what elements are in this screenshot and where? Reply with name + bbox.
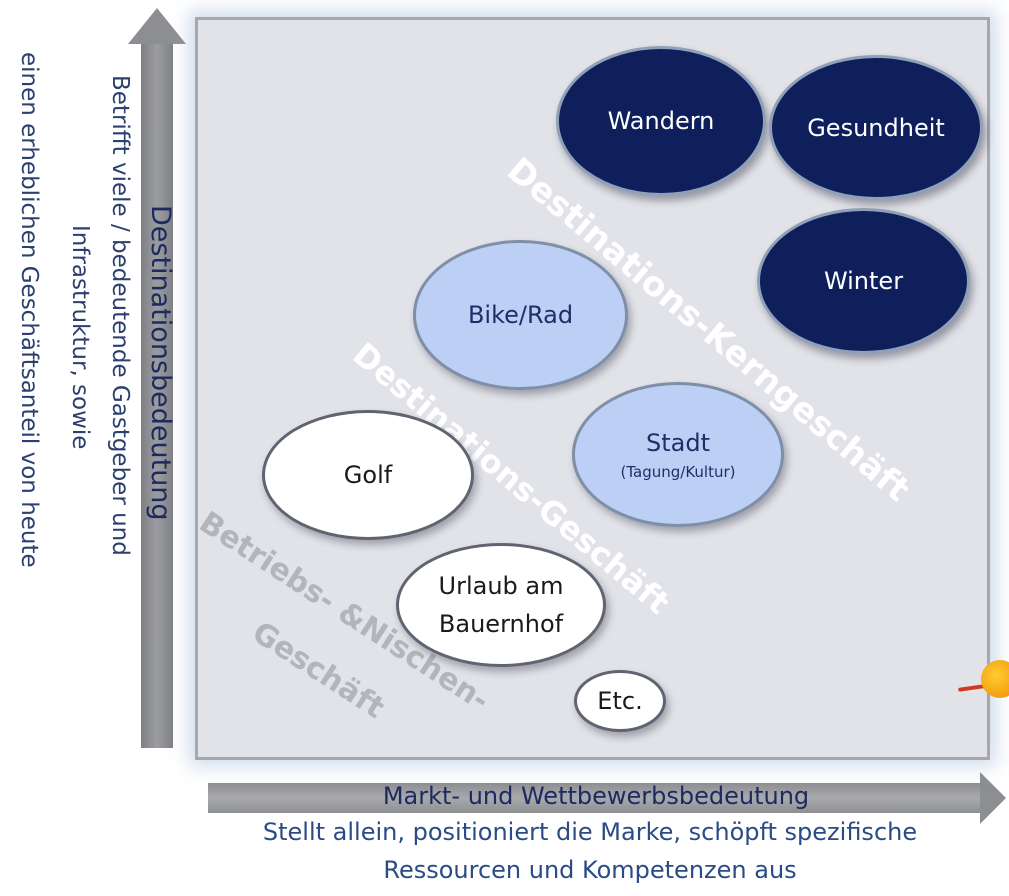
x-axis-description-line-1: Stellt allein, positioniert die Marke, s… — [262, 818, 918, 846]
x-axis-arrow — [208, 783, 984, 813]
y-axis-description-line-2: Infrastruktur, sowie — [67, 225, 93, 450]
bubble-bike-rad: Bike/Rad — [413, 240, 628, 390]
sun-logo-icon — [981, 660, 1009, 698]
bubble-golf: Golf — [262, 410, 474, 540]
x-axis-description-line-2: Ressourcen und Kompetenzen aus — [383, 856, 797, 884]
y-axis-arrowhead — [128, 8, 186, 44]
bubble-label: Bike/Rad — [467, 301, 574, 329]
bubble-winter: Winter — [757, 208, 970, 354]
bubble-wandern: Wandern — [556, 46, 766, 196]
bubble-urlaub-am-bauernhof: Urlaub am Bauernhof — [396, 543, 606, 667]
bubble-etc: Etc. — [574, 670, 666, 732]
bubble-label: Winter — [823, 267, 904, 295]
bubble-label: Urlaub am — [438, 572, 564, 600]
x-axis-title: Markt- und Wettbewerbsbedeutung — [382, 782, 810, 810]
bubble-label-line-2: Bauernhof — [438, 610, 564, 638]
bubble-gesundheit: Gesundheit — [769, 55, 983, 200]
y-axis-arrow — [141, 40, 173, 748]
x-axis-arrowhead — [980, 772, 1006, 824]
bubble-label: Wandern — [607, 107, 715, 135]
y-axis-description-line-1: Betrifft viele / bedeutende Gastgeber un… — [107, 75, 133, 556]
bubble-label: Stadt — [646, 428, 710, 457]
bubble-stadt: Stadt (Tagung/Kultur) — [572, 382, 784, 527]
bubble-sublabel: (Tagung/Kultur) — [620, 462, 736, 481]
bubble-label: Golf — [343, 461, 393, 489]
bubble-label: Etc. — [597, 687, 643, 715]
bubble-label: Gesundheit — [807, 113, 945, 142]
y-axis-description-line-3: einen erheblichen Geschäftsanteil von he… — [16, 52, 42, 568]
y-axis-title: Destinationsbedeutung — [145, 205, 176, 521]
